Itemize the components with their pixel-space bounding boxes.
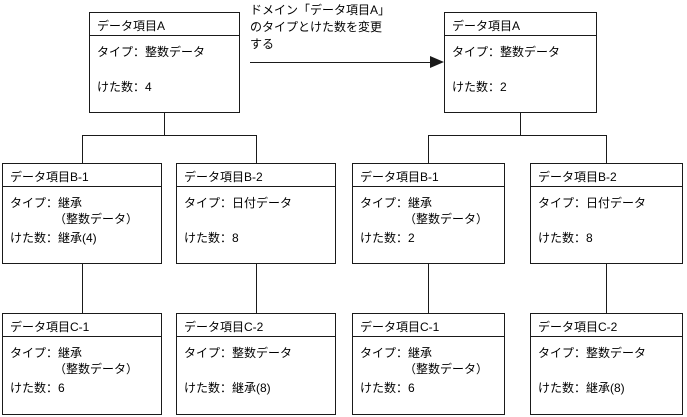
before-connector-bar	[82, 135, 257, 136]
node-title: データ項目B-1	[3, 164, 161, 187]
node-body: タイプ：整数データ けた数：継承(8)	[177, 337, 335, 396]
node-body: タイプ：整数データ けた数：継承(8)	[531, 337, 682, 396]
node-type: タイプ：継承	[10, 346, 83, 360]
node-title: データ項目B-1	[353, 164, 504, 187]
after-connector-b2-c2	[606, 264, 607, 313]
annotation-line-1: ドメイン「データ項目A」	[250, 3, 391, 17]
node-title: データ項目C-2	[177, 314, 335, 337]
node-title: データ項目A	[90, 13, 239, 36]
node-digits: けた数：2	[360, 231, 415, 245]
node-digits: けた数：4	[97, 80, 152, 94]
node-body: タイプ：継承 （整数データ） けた数：6	[3, 337, 161, 396]
node-type: タイプ：日付データ	[538, 196, 647, 210]
before-connector-b1-drop	[82, 135, 83, 163]
annotation-line-3: する	[250, 37, 275, 51]
node-title: データ項目B-2	[531, 164, 682, 187]
node-body: タイプ：日付データ けた数：8	[177, 187, 335, 246]
node-body: タイプ：継承 （整数データ） けた数：6	[353, 337, 504, 396]
node-type: タイプ：整数データ	[452, 45, 561, 59]
after-connector-a-drop	[520, 113, 521, 135]
before-node-a: データ項目A タイプ：整数データ けた数：4	[89, 12, 240, 113]
node-digits: けた数：8	[538, 231, 593, 245]
node-title: データ項目C-1	[3, 314, 161, 337]
after-node-c2: データ項目C-2 タイプ：整数データ けた数：継承(8)	[530, 313, 683, 415]
after-connector-b1-drop	[428, 135, 429, 163]
after-node-b2: データ項目B-2 タイプ：日付データ けた数：8	[530, 163, 683, 264]
node-type: タイプ：整数データ	[97, 45, 206, 59]
node-digits: けた数：継承(8)	[538, 381, 625, 395]
node-digits: けた数：8	[184, 231, 239, 245]
node-type-detail: （整数データ）	[404, 212, 489, 226]
node-type: タイプ：日付データ	[184, 196, 293, 210]
before-connector-b1-c1	[82, 264, 83, 313]
node-body: タイプ：継承 （整数データ） けた数：継承(4)	[3, 187, 161, 246]
after-node-c1: データ項目C-1 タイプ：継承 （整数データ） けた数：6	[352, 313, 505, 415]
node-digits: けた数：2	[452, 80, 507, 94]
node-type: タイプ：継承	[360, 196, 433, 210]
node-digits: けた数：継承(8)	[184, 381, 271, 395]
node-type-detail: （整数データ）	[54, 362, 139, 376]
before-node-c1: データ項目C-1 タイプ：継承 （整数データ） けた数：6	[2, 313, 162, 415]
node-title: データ項目C-1	[353, 314, 504, 337]
after-node-b1: データ項目B-1 タイプ：継承 （整数データ） けた数：2	[352, 163, 505, 264]
node-digits: けた数：6	[10, 381, 65, 395]
node-title: データ項目B-2	[177, 164, 335, 187]
before-node-c2: データ項目C-2 タイプ：整数データ けた数：継承(8)	[176, 313, 336, 415]
arrow-right-icon	[430, 56, 444, 68]
before-connector-b2-c2	[256, 264, 257, 313]
node-type: タイプ：継承	[360, 346, 433, 360]
after-connector-b1-c1	[428, 264, 429, 313]
after-connector-b2-drop	[606, 135, 607, 163]
node-type: タイプ：整数データ	[184, 346, 293, 360]
annotation-line-2: のタイプとけた数を変更	[250, 20, 383, 34]
change-annotation: ドメイン「データ項目A」 のタイプとけた数を変更 する	[250, 2, 450, 53]
node-body: タイプ：継承 （整数データ） けた数：2	[353, 187, 504, 246]
change-arrow-shaft	[250, 62, 432, 63]
after-node-a: データ項目A タイプ：整数データ けた数：2	[444, 12, 597, 113]
node-type-detail: （整数データ）	[404, 362, 489, 376]
node-body: タイプ：日付データ けた数：8	[531, 187, 682, 246]
after-connector-bar	[428, 135, 607, 136]
before-node-b2: データ項目B-2 タイプ：日付データ けた数：8	[176, 163, 336, 264]
before-node-b1: データ項目B-1 タイプ：継承 （整数データ） けた数：継承(4)	[2, 163, 162, 264]
before-connector-b2-drop	[256, 135, 257, 163]
node-type: タイプ：継承	[10, 196, 83, 210]
node-title: データ項目A	[445, 13, 596, 36]
node-digits: けた数：6	[360, 381, 415, 395]
before-connector-a-drop	[164, 113, 165, 135]
node-type-detail: （整数データ）	[54, 212, 139, 226]
node-digits: けた数：継承(4)	[10, 231, 97, 245]
node-title: データ項目C-2	[531, 314, 682, 337]
node-body: タイプ：整数データ けた数：2	[445, 36, 596, 95]
node-body: タイプ：整数データ けた数：4	[90, 36, 239, 95]
node-type: タイプ：整数データ	[538, 346, 647, 360]
